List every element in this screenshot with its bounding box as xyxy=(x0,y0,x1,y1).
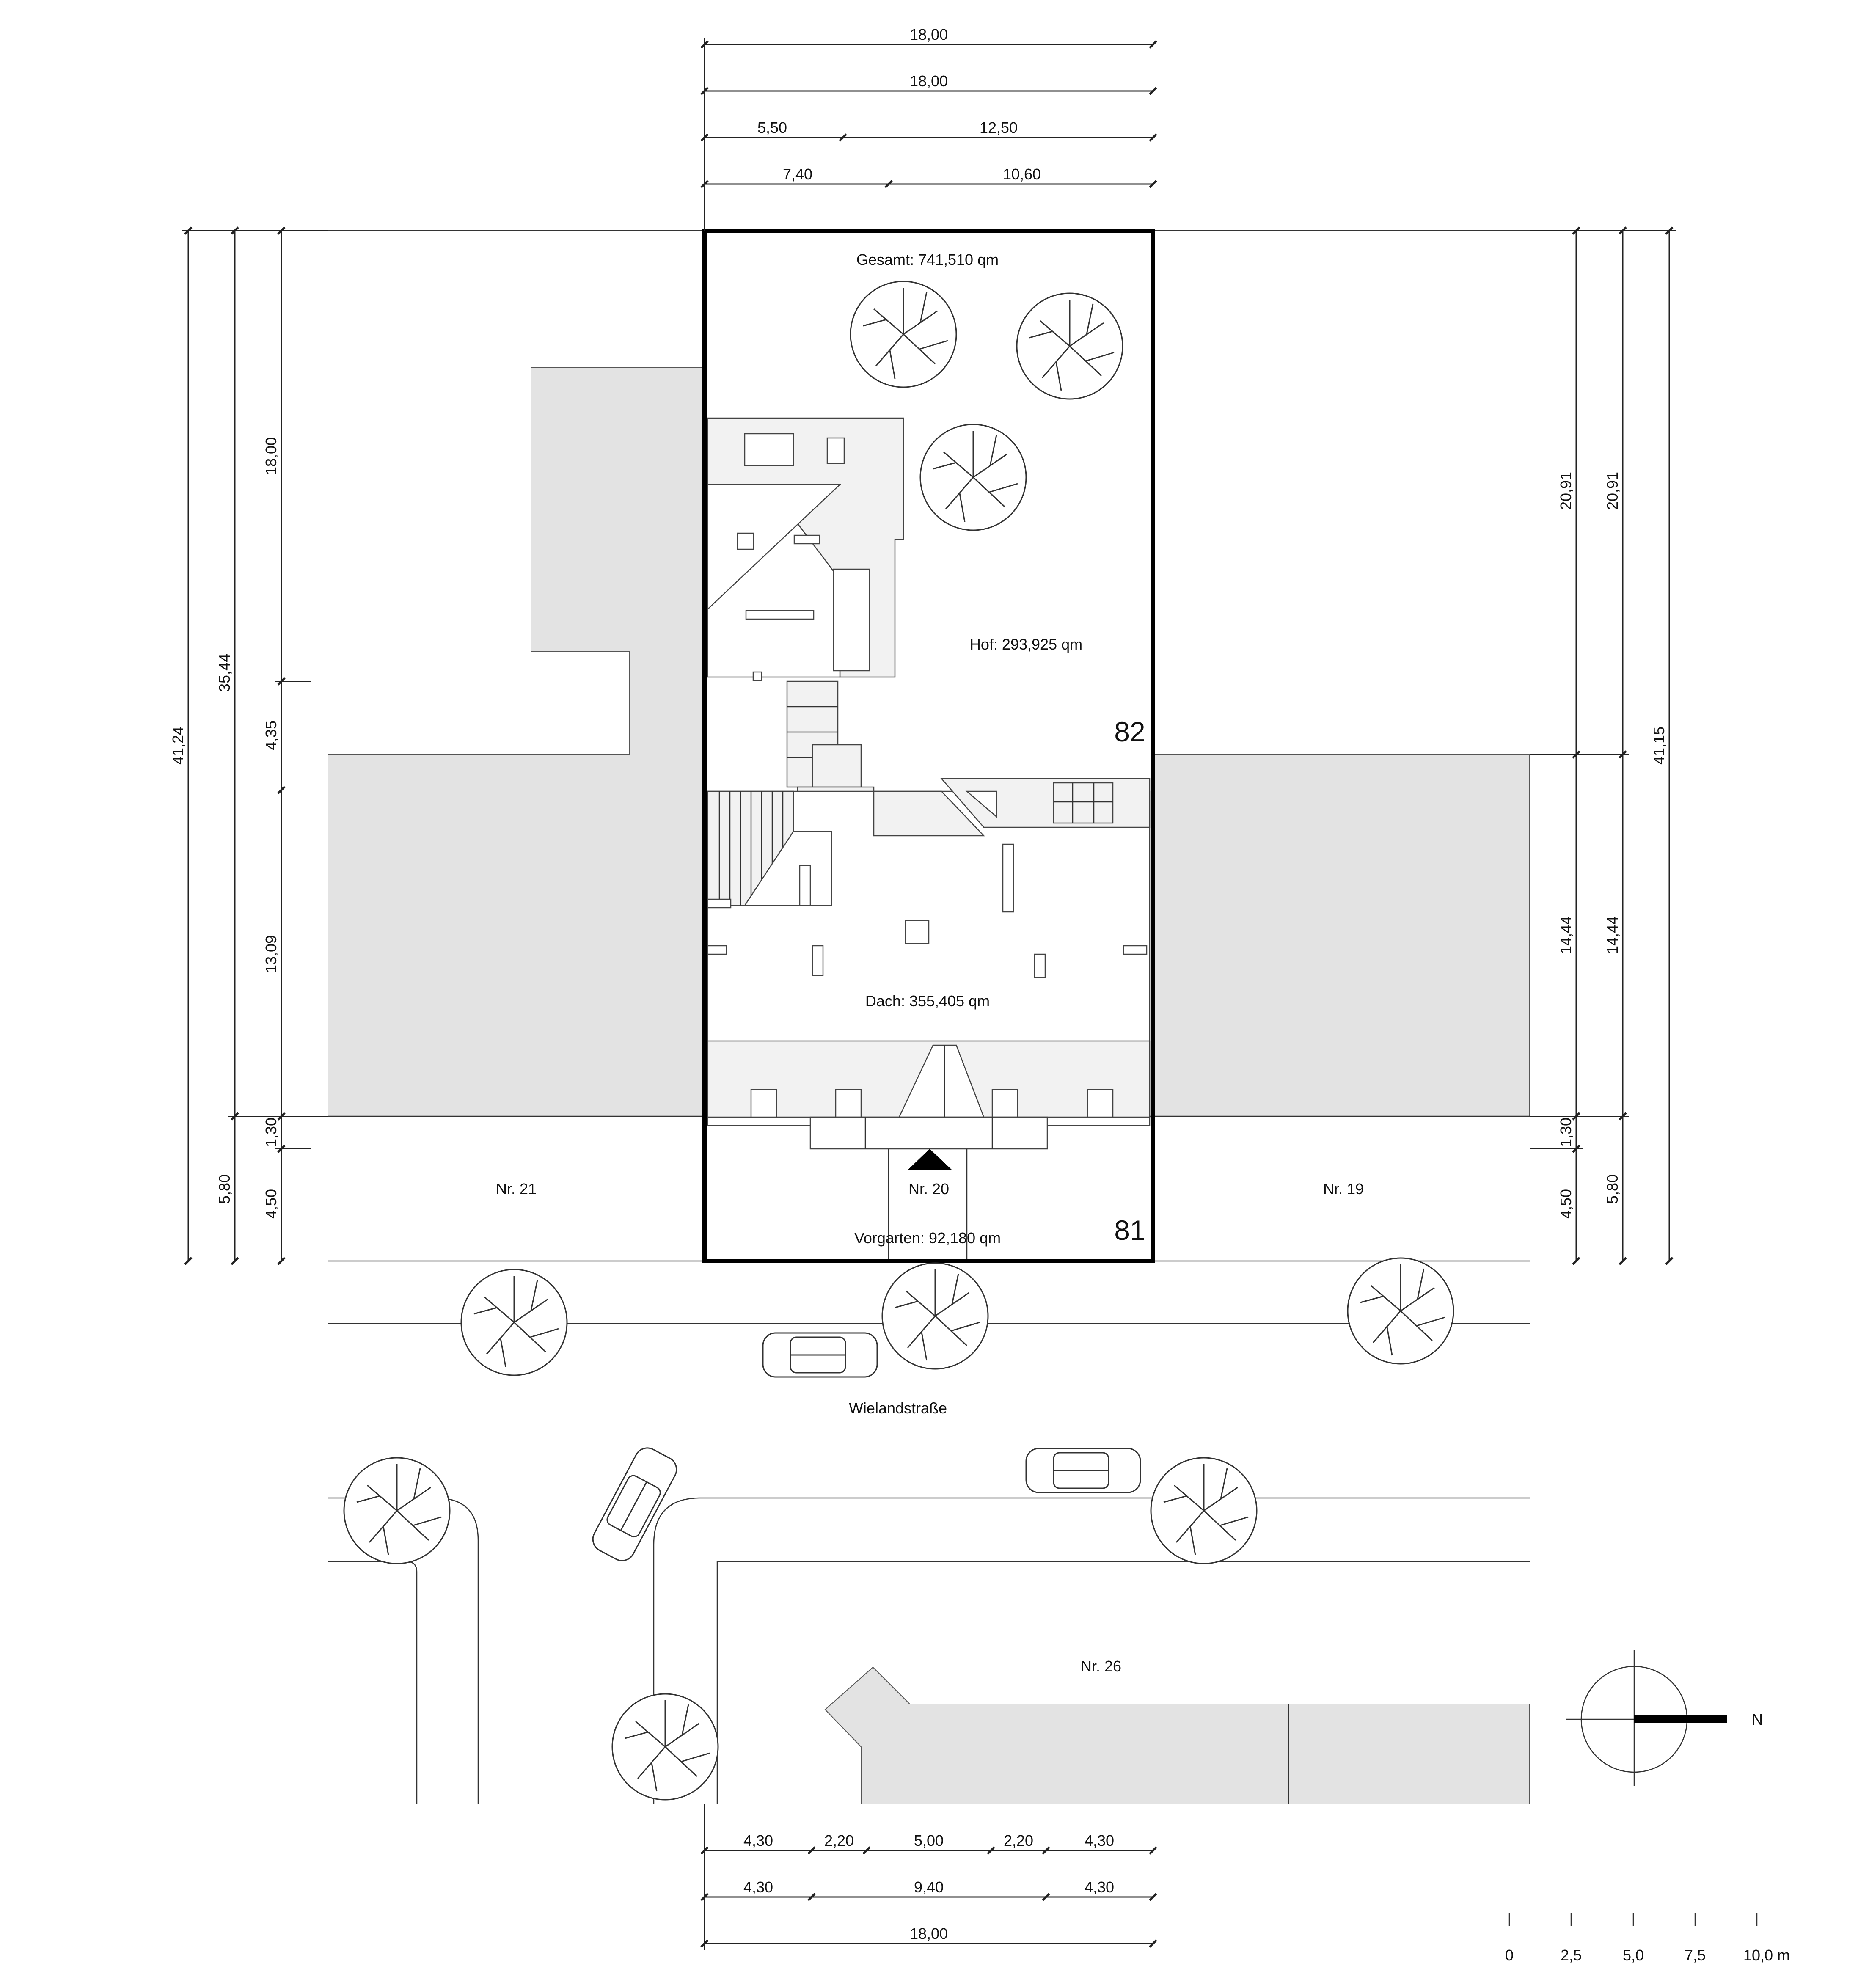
main-building xyxy=(707,417,1151,1259)
tree-icon xyxy=(881,1262,989,1370)
dim-right-inner-3: 1,30 xyxy=(1557,1118,1574,1147)
bottom-dimension-chain: 4,30 2,20 5,00 2,20 4,30 4,30 9,40 4,30 … xyxy=(700,1804,1157,1950)
car-icon xyxy=(1025,1448,1141,1493)
tree-icon xyxy=(1347,1257,1454,1365)
dim-right-outer: 41,15 xyxy=(1650,727,1668,765)
house-number-nr26: Nr. 26 xyxy=(1081,1658,1121,1675)
car-icon xyxy=(592,1447,677,1561)
dim-bottom-2-c: 4,30 xyxy=(1085,1878,1114,1896)
dim-top-5: 7,40 xyxy=(783,165,812,183)
tree-icon xyxy=(850,281,957,388)
tree-icon xyxy=(919,424,1027,531)
dim-right-mid-1: 20,91 xyxy=(1604,472,1621,510)
scale-bar: 0 2,5 5,0 7,5 10,0 m xyxy=(1505,1913,1790,1964)
scale-label-2-5: 2,5 xyxy=(1561,1947,1582,1964)
dim-bottom-1-e: 4,30 xyxy=(1085,1832,1114,1849)
tree-icon xyxy=(1150,1457,1258,1564)
car-icon xyxy=(762,1332,878,1378)
tree-icon xyxy=(460,1269,568,1376)
front-garden-area-label: Vorgarten: 92,180 qm xyxy=(854,1229,1001,1247)
neighbour-building-nr21 xyxy=(328,367,703,1117)
left-dimension-chain: 41,24 35,44 5,80 18,00 4,35 13,09 1,30 4… xyxy=(169,226,328,1265)
dim-top-6: 10,60 xyxy=(1003,165,1041,183)
tree-icon xyxy=(611,1693,719,1801)
neighbour-building-nr26 xyxy=(824,1666,1530,1804)
scale-label-7-5: 7,5 xyxy=(1685,1947,1706,1964)
house-number-nr19: Nr. 19 xyxy=(1323,1180,1364,1198)
street-name: Wielandstraße xyxy=(849,1399,947,1417)
north-arrow-icon xyxy=(1634,1715,1727,1723)
dim-left-inner-5: 4,50 xyxy=(262,1189,280,1219)
lot-boundary xyxy=(702,229,1155,1263)
scale-label-5: 5,0 xyxy=(1623,1947,1644,1964)
north-arrow: N xyxy=(1566,1650,1763,1786)
dim-right-mid-2: 14,44 xyxy=(1604,916,1621,954)
dim-bottom-1-b: 2,20 xyxy=(824,1832,854,1849)
north-label: N xyxy=(1752,1711,1763,1728)
dim-left-inner-2: 4,35 xyxy=(262,721,280,750)
neighbour-building-nr19 xyxy=(1153,754,1530,1117)
total-area-label: Gesamt: 741,510 qm xyxy=(856,251,999,268)
dim-left-mid-2: 5,80 xyxy=(216,1174,233,1204)
dim-bottom-1-c: 5,00 xyxy=(914,1832,944,1849)
dim-top-2: 18,00 xyxy=(910,72,948,90)
dim-bottom-1-a: 4,30 xyxy=(743,1832,773,1849)
parcel-number-81: 81 xyxy=(1114,1214,1145,1246)
parcel-number-82: 82 xyxy=(1114,716,1145,747)
right-dimension-chain: 20,91 14,44 1,30 4,50 20,91 14,44 5,80 4… xyxy=(1530,226,1676,1265)
dim-right-inner-2: 14,44 xyxy=(1557,916,1574,954)
tree-icon xyxy=(1016,292,1123,400)
top-dimension-chain: 18,00 18,00 5,50 12,50 7,40 10,60 xyxy=(700,26,1157,231)
roof-area-label: Dach: 355,405 qm xyxy=(865,992,990,1010)
house-number-nr20: Nr. 20 xyxy=(908,1180,949,1198)
dim-top-1: 18,00 xyxy=(910,26,948,43)
courtyard-area-label: Hof: 293,925 qm xyxy=(970,636,1082,653)
scale-label-0: 0 xyxy=(1505,1947,1514,1964)
dim-left-inner-3: 13,09 xyxy=(262,935,280,973)
dim-right-inner-4: 4,50 xyxy=(1557,1189,1574,1219)
dim-left-inner-4: 1,30 xyxy=(262,1118,280,1147)
tree-icon xyxy=(343,1457,451,1564)
dim-bottom-3: 18,00 xyxy=(910,1925,948,1942)
dim-right-mid-3: 5,80 xyxy=(1604,1174,1621,1204)
dim-left-outer: 41,24 xyxy=(169,727,187,765)
dim-bottom-1-d: 2,20 xyxy=(1004,1832,1033,1849)
trees xyxy=(343,281,1454,1801)
dim-right-inner-1: 20,91 xyxy=(1557,472,1574,510)
entrance-marker-icon xyxy=(908,1149,952,1170)
scale-label-10: 10,0 m xyxy=(1743,1947,1790,1964)
dim-bottom-2-b: 9,40 xyxy=(914,1878,944,1896)
dim-top-4: 12,50 xyxy=(980,119,1018,136)
dim-top-3: 5,50 xyxy=(757,119,787,136)
dim-left-mid-1: 35,44 xyxy=(216,654,233,692)
dim-bottom-2-a: 4,30 xyxy=(743,1878,773,1896)
dim-left-inner-1: 18,00 xyxy=(262,437,280,475)
house-number-nr21: Nr. 21 xyxy=(496,1180,537,1198)
